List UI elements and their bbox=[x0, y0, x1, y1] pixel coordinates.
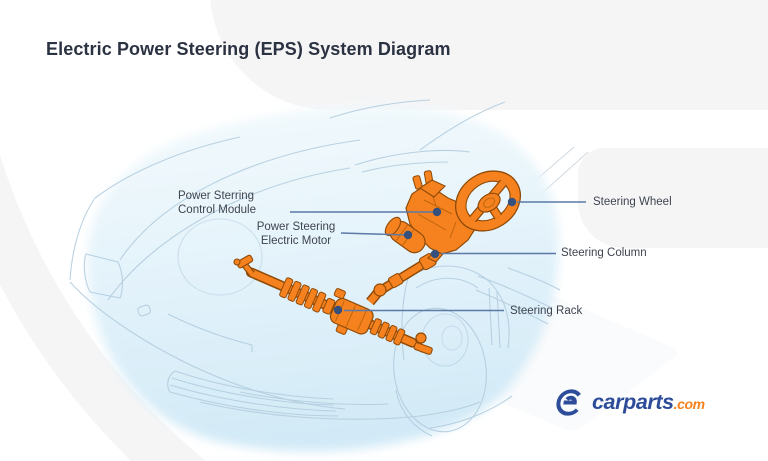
leader-dot-control-module bbox=[432, 207, 442, 217]
leader-dot-steering-wheel bbox=[507, 197, 517, 207]
control-module-part bbox=[412, 170, 446, 198]
label-electric-motor-line2: Electric Motor bbox=[260, 234, 332, 247]
tie-rod-end-left bbox=[233, 254, 255, 277]
logo-suffix: .com bbox=[673, 396, 705, 412]
label-steering-column: Steering Column bbox=[561, 247, 647, 259]
carparts-logo-icon bbox=[556, 389, 581, 416]
steering-wheel-part bbox=[455, 170, 521, 232]
label-control-module-line1: Power Sterring bbox=[178, 190, 255, 202]
label-electric-motor-line1: Power Steering bbox=[256, 221, 336, 233]
leader-dot-steering-column bbox=[430, 249, 440, 259]
leader-line-electric-motor bbox=[340, 232, 407, 236]
leader-dot-electric-motor bbox=[403, 230, 413, 240]
eps-assembly bbox=[233, 170, 521, 355]
carparts-logo: carparts.com bbox=[555, 387, 705, 418]
page-title: Electric Power Steering (EPS) System Dia… bbox=[46, 39, 451, 59]
car-sketch bbox=[69, 99, 561, 437]
intermediate-shaft-part bbox=[366, 252, 437, 306]
logo-brand: carparts bbox=[592, 390, 674, 414]
leader-dot-steering-rack bbox=[333, 305, 343, 315]
label-control-module: Power Sterring Control Module bbox=[178, 190, 256, 217]
label-steering-rack: Steering Rack bbox=[510, 305, 583, 317]
label-steering-wheel: Steering Wheel bbox=[593, 196, 672, 208]
carparts-logo-text: carparts.com bbox=[592, 390, 705, 415]
leader-dots bbox=[333, 197, 517, 315]
car-backdrop bbox=[87, 106, 559, 452]
tie-rod-end-right bbox=[413, 332, 433, 355]
label-control-module-line2: Control Module bbox=[178, 203, 256, 216]
label-electric-motor: Power Steering Electric Motor bbox=[253, 221, 339, 248]
leader-lines bbox=[290, 201, 586, 312]
steering-rack-part bbox=[245, 267, 418, 348]
